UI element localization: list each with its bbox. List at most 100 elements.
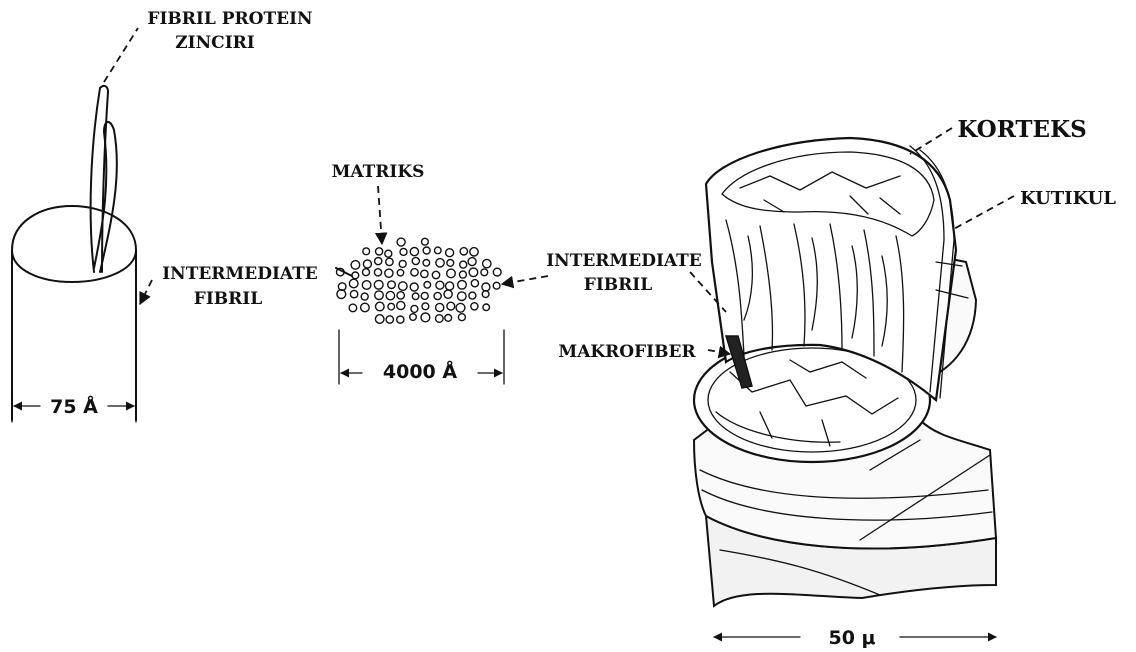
fibril-circle (471, 303, 478, 310)
fibril-circle (351, 261, 360, 270)
fibril-circle (447, 302, 455, 310)
fibril-circle (436, 281, 444, 289)
intermediate-fibril-right-label-line2: FIBRIL (584, 275, 652, 295)
fibril-circle (432, 271, 439, 278)
fibril-circle (493, 282, 500, 289)
fibril-circle (412, 293, 419, 300)
fibril-circle (421, 313, 430, 322)
korteks-label: KORTEKS (957, 116, 1086, 143)
fibril-circle (385, 269, 393, 277)
fibril-circle (350, 290, 357, 297)
fibril-circle (363, 248, 370, 255)
fibril-circle (470, 248, 478, 256)
protein-chain-strands (91, 86, 117, 272)
fibril-circle (482, 291, 489, 298)
fibril-circle (456, 303, 465, 312)
fibril-circle (460, 261, 467, 268)
fibril-circle (446, 249, 454, 257)
fibril-circle (458, 292, 467, 301)
fibril-circle (397, 316, 404, 323)
fibril-circle (374, 269, 381, 276)
fibril-circle (421, 292, 428, 299)
fibril-circle (422, 238, 429, 245)
fibril-circle (386, 258, 393, 265)
intermediate-fibril-right-leader (502, 276, 548, 284)
fibril-circle (397, 301, 405, 309)
fibril-circle (447, 260, 454, 267)
fibril-circle (423, 247, 430, 254)
fibril-circle (424, 282, 431, 289)
intermediate-fibril-left-label-line1: INTERMEDIATE (162, 264, 318, 284)
fibril-circle (483, 304, 490, 311)
fibril-circle (362, 281, 371, 290)
macrofibril-cross-section (337, 238, 502, 323)
fiber-width-label: 50 μ (828, 627, 875, 649)
fibril-circle (410, 248, 418, 256)
fibril-circle (400, 248, 407, 255)
fibril-circle (458, 314, 465, 321)
fibril-circle (361, 303, 370, 312)
fibril-circle (385, 250, 392, 257)
fibril-circle (482, 283, 490, 291)
fibril-protein-leader (104, 28, 138, 82)
matriks-leader (378, 186, 382, 244)
fibril-circle (421, 270, 428, 277)
fibril-circle (436, 303, 444, 311)
fibril-circle (397, 292, 404, 299)
fibril-circle (363, 269, 370, 276)
fibril-circle (388, 281, 396, 289)
fibril-circle (376, 248, 383, 255)
fibril-width-label: 75 Å (50, 394, 98, 418)
kutikul-leader (952, 196, 1014, 230)
fibril-circle (397, 270, 403, 276)
fibril-circle (349, 304, 357, 312)
fibril-circle (375, 315, 384, 324)
fibril-circle (399, 260, 406, 267)
makrofiber-label: MAKROFIBER (558, 342, 696, 362)
fibril-protein-label-line1: FIBRIL PROTEIN (147, 9, 312, 29)
fibril-circle (349, 279, 358, 288)
fibril-circle (469, 292, 476, 299)
fibril-circle (493, 268, 501, 276)
fibril-protein-label-line2: ZINCIRI (175, 33, 255, 53)
fibril-circle (423, 260, 430, 267)
fibril-circle (376, 302, 385, 311)
fibril-circle (471, 280, 478, 287)
intermediate-fibril-left-label-line2: FIBRIL (194, 289, 262, 309)
fibril-circle (411, 305, 418, 312)
fibril-circle (375, 291, 384, 300)
fibril-circle (386, 291, 394, 299)
fibril-circle (469, 268, 478, 277)
fibril-circle (361, 293, 368, 300)
fibril-circle (411, 269, 418, 276)
fibril-circle (337, 290, 346, 299)
fibril-circle (445, 315, 452, 322)
fibril-circle (397, 238, 405, 246)
fibril-circle (410, 314, 417, 321)
fibril-circle (468, 258, 476, 266)
intermediate-fibril-left-leader (140, 280, 152, 304)
intermediate-fibril-right-label-line1: INTERMEDIATE (546, 251, 702, 271)
fibril-circle (375, 258, 382, 265)
fibril-circle (363, 260, 371, 268)
kutikul-label: KUTIKUL (1020, 188, 1116, 209)
fibril-circle (444, 290, 452, 298)
fibril-circle (435, 247, 442, 254)
korteks-leader (910, 128, 952, 154)
fibril-circle (434, 292, 441, 299)
macrofibril-width-label: 4000 Å (383, 359, 457, 383)
fibril-circle (458, 281, 467, 290)
fibril-circle (352, 272, 359, 279)
fibril-circle (436, 315, 444, 323)
fibril-circle (399, 282, 408, 291)
fibril-circle (436, 259, 444, 267)
fibril-circle (481, 269, 488, 276)
wool-fiber-drawing (694, 138, 996, 606)
fibril-circle (459, 271, 466, 278)
fibril-circle (386, 316, 393, 323)
fibril-circle (460, 248, 467, 255)
fibril-circle (483, 259, 491, 267)
fibril-circle (446, 282, 454, 290)
